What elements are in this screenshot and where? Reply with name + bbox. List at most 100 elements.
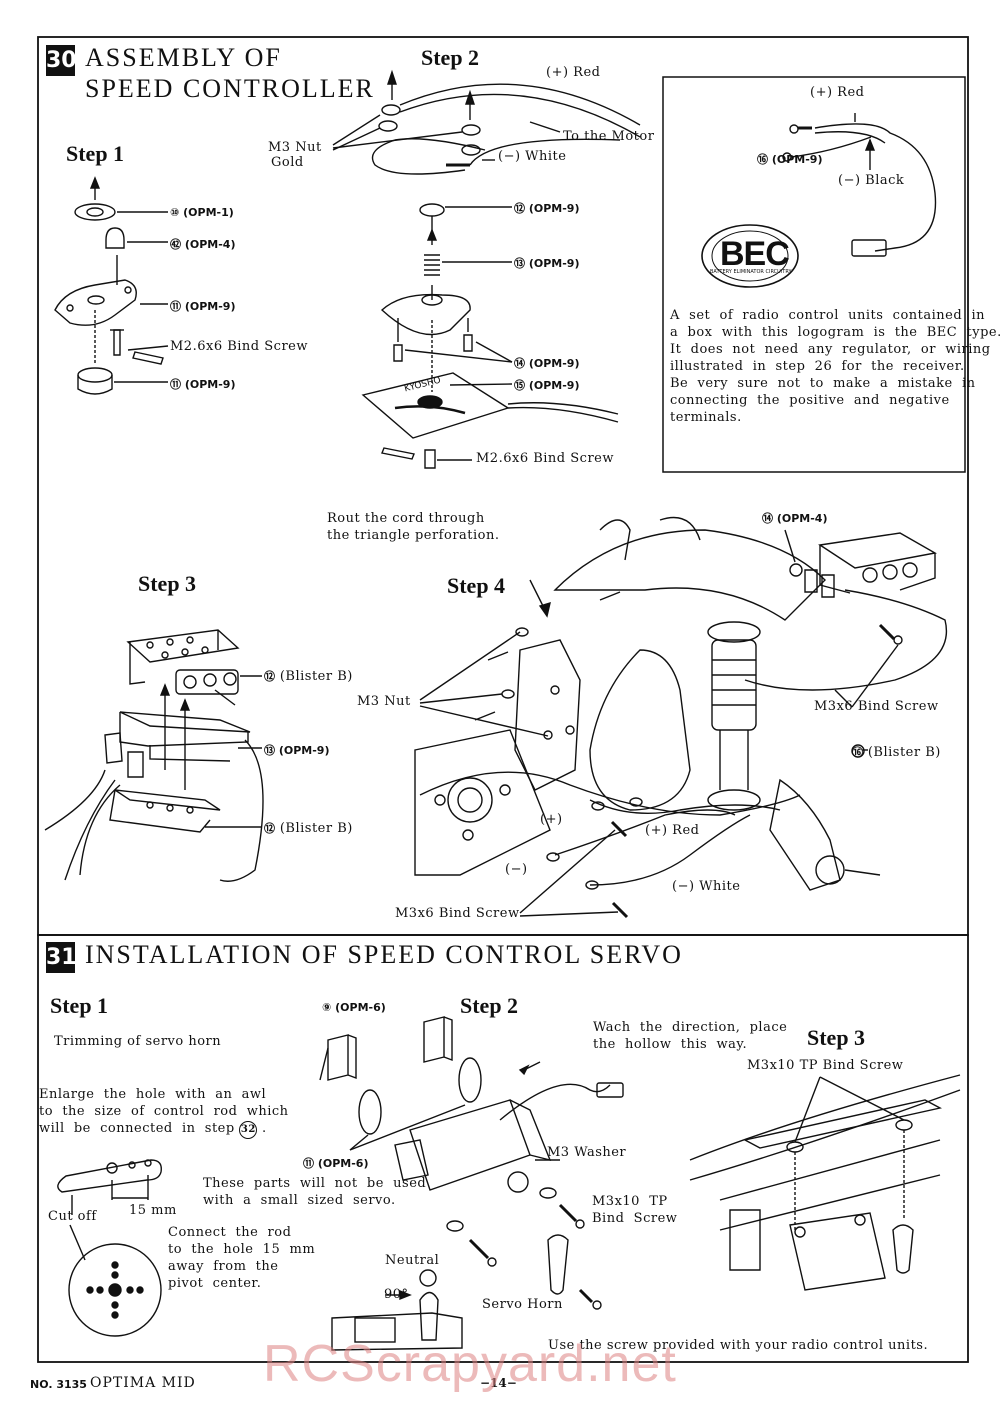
servo-horn-trimming [57,1159,162,1337]
s30-step4-minus-white: (−) White [672,879,741,894]
enlarge-line: will be connected in step 32 . [39,1120,289,1139]
part-number-icon: ⑪ [170,300,185,313]
bec-part-opm9: ⑯ (OPM-9) [757,153,823,166]
s30-step2-plus-red: (+) Red [546,65,601,80]
step-ref-badge: 32 [239,1121,258,1139]
wach-line: the hollow this way. [593,1037,748,1052]
s30-step4-rout-line2: the triangle perforation. [327,528,500,543]
s31-step2-servo-horn: Servo Horn [482,1297,563,1312]
footer-model-name: OPTIMA MID [90,1375,196,1391]
s30-step3-label: Step 3 [138,571,197,596]
step1-exploded-parts [54,176,169,395]
bec-logo-text: BEC [720,235,790,273]
part-number-icon: ⑫ [264,670,280,683]
s31-step2-neutral: Neutral [385,1253,440,1268]
s30-step4-m3x6-bind-lower: M3x6 Bind Screw [395,906,520,921]
m3x10-line: M3x10 TP [592,1194,668,1209]
s30-step3-part-opm9: ⑬ (OPM-9) [264,744,330,757]
bec-logo-ring-text: BATTERY ELIMINATOR CIRCUITRY [710,269,792,275]
these-parts-line: These parts will not be used [203,1176,427,1191]
part-number-icon: ⑭ [514,357,529,370]
section-31-title: INSTALLATION OF SPEED CONTROL SERVO [85,940,683,969]
s30-step4-m3x6-bind-upper: M3x6 Bind Screw [814,699,939,714]
s31-step1-cut-off: Cut off [48,1209,97,1224]
s31-step2-opm6-bottom: ⑪ (OPM-6) [303,1157,369,1170]
s31-step1-enlarge-text: Enlarge the hole with an awl to the size… [39,1086,289,1139]
s30-step3-part-blister-a: ⑫ (Blister B) [264,669,353,684]
part-number-icon: ⑨ [322,1001,336,1014]
step4-chassis-wiring [414,516,947,919]
section-30-title-line1: ASSEMBLY OF [85,43,282,72]
s30-step4-label: Step 4 [447,573,506,598]
part-number-icon: ㊷ [170,238,185,251]
s31-step2-wach-text: Wach the direction, place the hollow thi… [593,1019,787,1053]
s30-step4-m3-nut: M3 Nut [357,694,411,709]
step3-mounting-assembly [44,629,264,882]
servo-mount-exploded [319,1016,624,1351]
s31-step2-90-degrees: 90° [384,1287,409,1302]
connect-line: Connect the rod [168,1225,292,1240]
bec-plus-red: (+) Red [810,85,865,100]
s31-step2-these-parts-text: These parts will not be used with a smal… [203,1175,426,1209]
footer-page-number: −14− [480,1376,517,1390]
connect-line: away from the [168,1259,279,1274]
s30-step2-part-opm9-c: ⑭ (OPM-9) [514,357,580,370]
s30-step2-screw-label: M2.6x6 Bind Screw [476,451,614,466]
s30-step2-nut-label1: M3 Nut [268,140,322,155]
bec-text-line: A set of radio control units contained i… [670,308,985,323]
s31-step1-15mm: 15 mm [129,1203,177,1218]
s31-step1-connect-text: Connect the rod to the hole 15 mm away f… [168,1224,315,1292]
servo-chassis-mount [689,1074,961,1291]
wach-line: Wach the direction, place [593,1020,788,1035]
part-number-icon: ⑬ [514,257,529,270]
bec-text-line: connecting the positive and negative [670,393,950,408]
s31-step2-m3x10-tp-text: M3x10 TP Bind Screw [592,1193,677,1227]
bec-description: A set of radio control units contained i… [670,307,1000,426]
s30-step4-plus: (+) [540,812,563,827]
s31-step2-use-screw: Use the screw provided with your radio c… [548,1338,929,1353]
enlarge-line: Enlarge the hole with an awl [39,1087,267,1102]
bec-text-line: It does not need any regulator, or wirin… [670,342,991,357]
s31-step2-m3-washer: M3 Washer [547,1145,627,1160]
s30-step2-part-opm9-a: ⑫ (OPM-9) [514,202,580,215]
s31-step1-trimming: Trimming of servo horn [54,1034,222,1049]
s31-step3-screw: M3x10 TP Bind Screw [747,1058,904,1073]
s30-step1-part-opm1: ⑩ (OPM-1) [170,206,234,219]
section-30-title-line2: SPEED CONTROLLER [85,74,375,103]
s30-step4-blister-b: ⑯ (Blister B) [852,745,941,760]
part-number-icon: ⑪ [303,1157,318,1170]
bec-text-line: terminals. [670,410,742,425]
these-parts-line: with a small sized servo. [203,1193,396,1208]
s30-step2-label: Step 2 [421,45,480,70]
s30-step1-part-opm9-b: ⑪ (OPM-9) [170,378,236,391]
s30-step2-part-opm9-d: ⑮ (OPM-9) [514,379,580,392]
s30-step2-nut-label2: Gold [271,155,304,170]
bec-minus-black: (−) Black [838,173,905,188]
s30-step4-minus: (−) [505,862,528,877]
bec-text-line: a box with this logogram is the BEC type… [670,325,1000,340]
part-number-icon: ⑭ [762,512,777,525]
s31-step2-label: Step 2 [460,993,519,1018]
bec-text-line: Be very sure not to make a mistake in [670,376,976,391]
s30-step1-part-opm9-a: ⑪ (OPM-9) [170,300,236,313]
s30-step2-to-motor: To the Motor [563,129,655,144]
bec-logo: BEC BATTERY ELIMINATOR CIRCUITRY [702,225,798,287]
part-number-icon: ⑯ [852,746,868,759]
m3x10-line: Bind Screw [592,1211,678,1226]
footer-model-number: NO. 3135 [30,1378,87,1391]
s30-step4-rout-line1: Rout the cord through [327,511,485,526]
part-number-icon: ⑩ [170,206,184,219]
s31-step3-label: Step 3 [807,1025,866,1050]
connect-line: to the hole 15 mm [168,1242,316,1257]
s31-step2-opm6-top: ⑨ (OPM-6) [322,1001,386,1014]
s30-step4-part-opm4: ⑭ (OPM-4) [762,512,828,525]
part-number-icon: ⑪ [170,378,185,391]
part-number-icon: ⑬ [264,744,279,757]
part-number-icon: ⑫ [264,822,280,835]
step2-exploded-parts [332,69,641,469]
part-number-icon: ⑯ [757,153,772,166]
watermark: RCScrapyard.net [263,1335,677,1393]
s30-step1-label: Step 1 [66,141,125,166]
